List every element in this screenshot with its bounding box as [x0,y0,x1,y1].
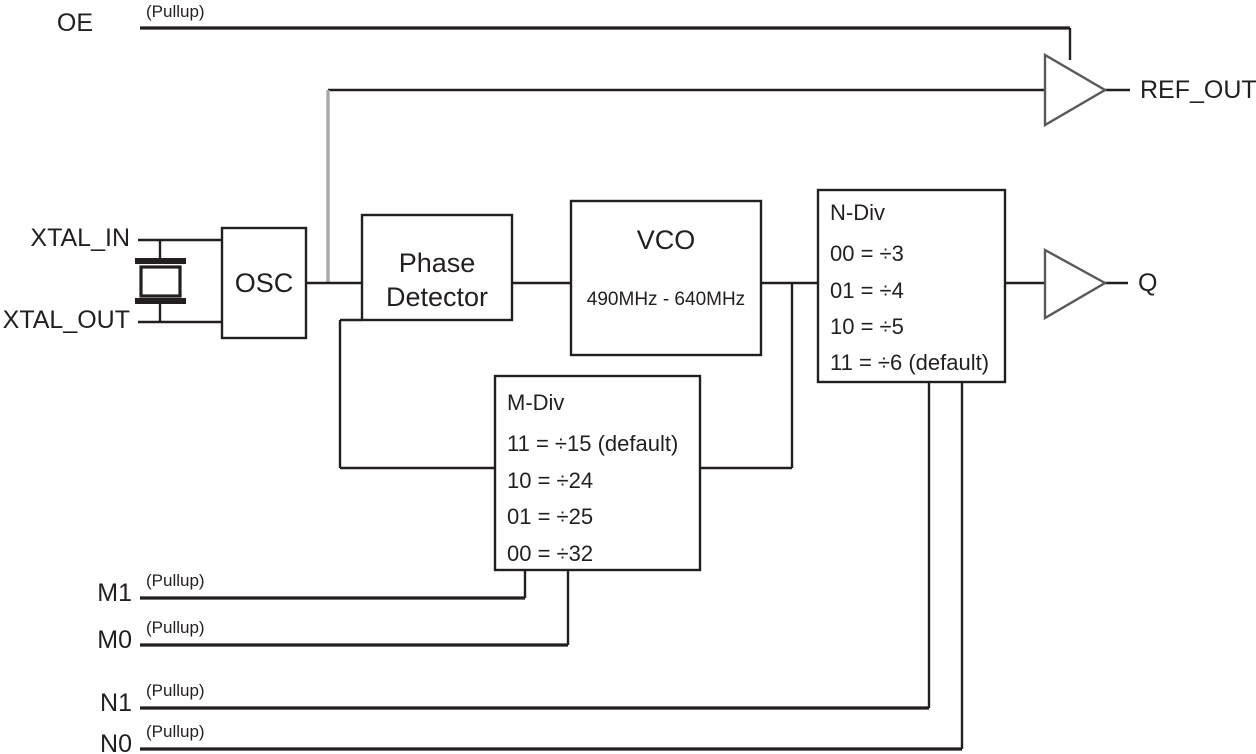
block-label-vco-range: 490MHz - 640MHz [587,289,745,310]
block-label-m-div-title: M-Div [507,390,564,415]
block-label-n-div-title: N-Div [830,200,885,225]
pin-label-n0: N0 [100,730,132,754]
block-label-m-div-row-1: 10 = ÷24 [507,468,593,493]
pullup-note-m1: (Pullup) [146,571,205,590]
block-label-osc: OSC [235,268,294,298]
pin-label-xtal-out: XTAL_OUT [3,306,130,334]
pullup-note-oe: (Pullup) [146,2,205,21]
pin-label-m0: M0 [97,626,132,654]
block-label-n-div-row-2: 10 = ÷5 [830,314,904,339]
pin-label-xtal-in: XTAL_IN [30,224,130,252]
block-label-phase-detector-line1: Phase [399,248,476,278]
pin-label-q: Q [1138,269,1157,297]
buffer-triangle-icon-q [1043,247,1108,321]
pullup-note-n1: (Pullup) [146,681,205,700]
block-label-m-div-row-3: 00 = ÷32 [507,541,593,566]
pin-label-ref-out: REF_OUT [1140,76,1256,104]
block-label-n-div-row-3: 11 = ÷6 (default) [830,350,989,375]
block-phase-detector [360,213,514,322]
block-vco [569,199,763,357]
buffer-triangle-icon-refout [1043,52,1108,128]
block-label-vco: VCO [637,225,696,255]
block-n-div [816,188,1007,384]
pullup-note-n0: (Pullup) [146,722,205,741]
pin-label-n1: N1 [100,689,132,717]
block-m-div [493,374,702,572]
crystal-icon-body [139,265,182,298]
block-label-m-div-row-0: 11 = ÷15 (default) [507,431,678,456]
pin-label-oe: OE [57,9,93,37]
block-label-n-div-row-1: 01 = ÷4 [830,278,904,303]
pin-label-m1: M1 [97,579,132,607]
pullup-note-m0: (Pullup) [146,618,205,637]
block-label-m-div-row-2: 01 = ÷25 [507,504,593,529]
block-osc [220,226,308,340]
block-label-n-div-row-0: 00 = ÷3 [830,241,904,266]
block-label-phase-detector-line2: Detector [386,282,488,312]
